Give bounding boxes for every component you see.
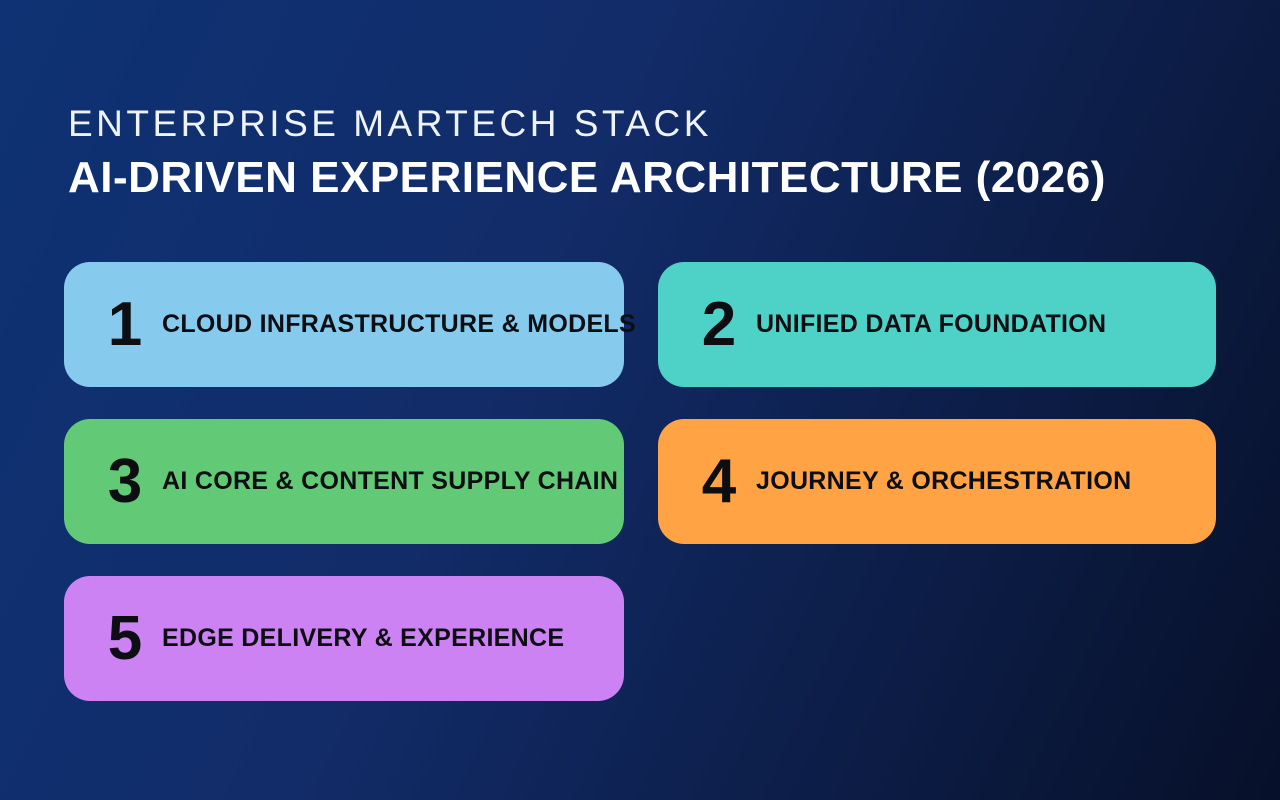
card-number: 1 xyxy=(107,289,143,359)
header: ENTERPRISE MARTECH STACK AI-DRIVEN EXPER… xyxy=(68,102,1106,203)
page-title: AI-DRIVEN EXPERIENCE ARCHITECTURE (2026) xyxy=(68,153,1106,202)
card-number: 5 xyxy=(107,603,143,673)
eyebrow-title: ENTERPRISE MARTECH STACK xyxy=(68,103,712,144)
stack-cards-grid: 1 CLOUD INFRASTRUCTURE & MODELS 2 UNIFIE… xyxy=(64,262,1216,701)
card-edge-delivery-experience: 5 EDGE DELIVERY & EXPERIENCE xyxy=(64,576,624,701)
card-label: AI CORE & CONTENT SUPPLY CHAIN xyxy=(162,467,619,495)
card-label: UNIFIED DATA FOUNDATION xyxy=(756,310,1107,338)
card-ai-core-content-supply-chain: 3 AI CORE & CONTENT SUPPLY CHAIN xyxy=(64,419,624,544)
card-number: 2 xyxy=(701,289,737,359)
card-cloud-infrastructure-models: 1 CLOUD INFRASTRUCTURE & MODELS xyxy=(64,262,636,387)
card-number: 3 xyxy=(107,446,143,516)
card-unified-data-foundation: 2 UNIFIED DATA FOUNDATION xyxy=(658,262,1216,387)
card-label: JOURNEY & ORCHESTRATION xyxy=(756,467,1132,495)
card-number: 4 xyxy=(701,446,737,516)
card-label: EDGE DELIVERY & EXPERIENCE xyxy=(162,624,565,652)
card-label: CLOUD INFRASTRUCTURE & MODELS xyxy=(162,310,636,338)
card-journey-orchestration: 4 JOURNEY & ORCHESTRATION xyxy=(658,419,1216,544)
